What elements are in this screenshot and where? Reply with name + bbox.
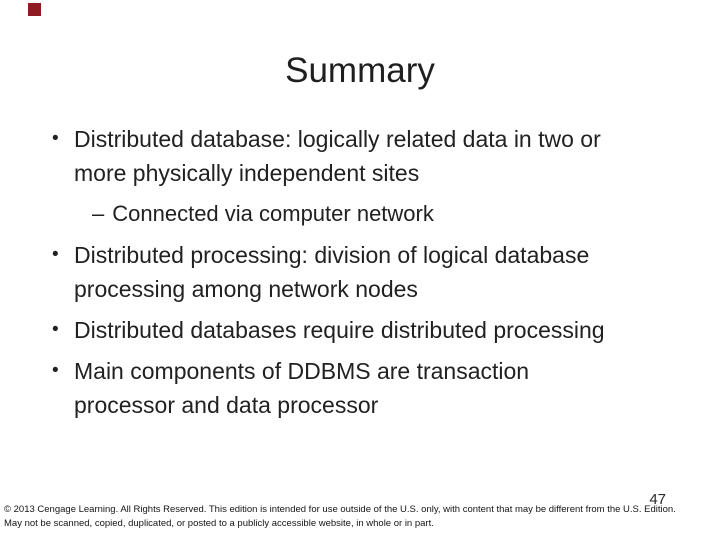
bullet-marker: • (52, 360, 59, 381)
bullet-text: Distributed processing: division of logi… (74, 242, 590, 302)
accent-square-decoration (28, 3, 41, 16)
bullet-item: • Distributed databases require distribu… (44, 313, 628, 347)
sub-bullet-dash: – (92, 201, 105, 226)
bullet-item: • Distributed processing: division of lo… (44, 238, 628, 306)
bullet-marker: • (52, 319, 59, 340)
bullet-marker: • (52, 244, 59, 265)
bullet-marker: • (52, 128, 59, 149)
slide-title: Summary (285, 51, 435, 90)
bullet-item: • Main components of DDBMS are transacti… (44, 354, 628, 422)
copyright-footer: © 2013 Cengage Learning. All Rights Rese… (4, 503, 718, 530)
sub-bullet-text: Connected via computer network (112, 201, 434, 226)
bullet-text: Distributed databases require distribute… (74, 317, 605, 343)
bullet-list: • Distributed database: logically relate… (44, 122, 628, 429)
bullet-item: • Distributed database: logically relate… (44, 122, 628, 190)
copyright-footer-line2: May not be scanned, copied, duplicated, … (4, 517, 434, 529)
sub-bullet-item: –Connected via computer network (92, 197, 628, 231)
bullet-text: Distributed database: logically related … (74, 126, 601, 186)
bullet-text: Main components of DDBMS are transaction… (74, 358, 530, 418)
page-number: 47 (649, 491, 666, 508)
copyright-footer-line1: © 2013 Cengage Learning. All Rights Rese… (4, 504, 676, 515)
